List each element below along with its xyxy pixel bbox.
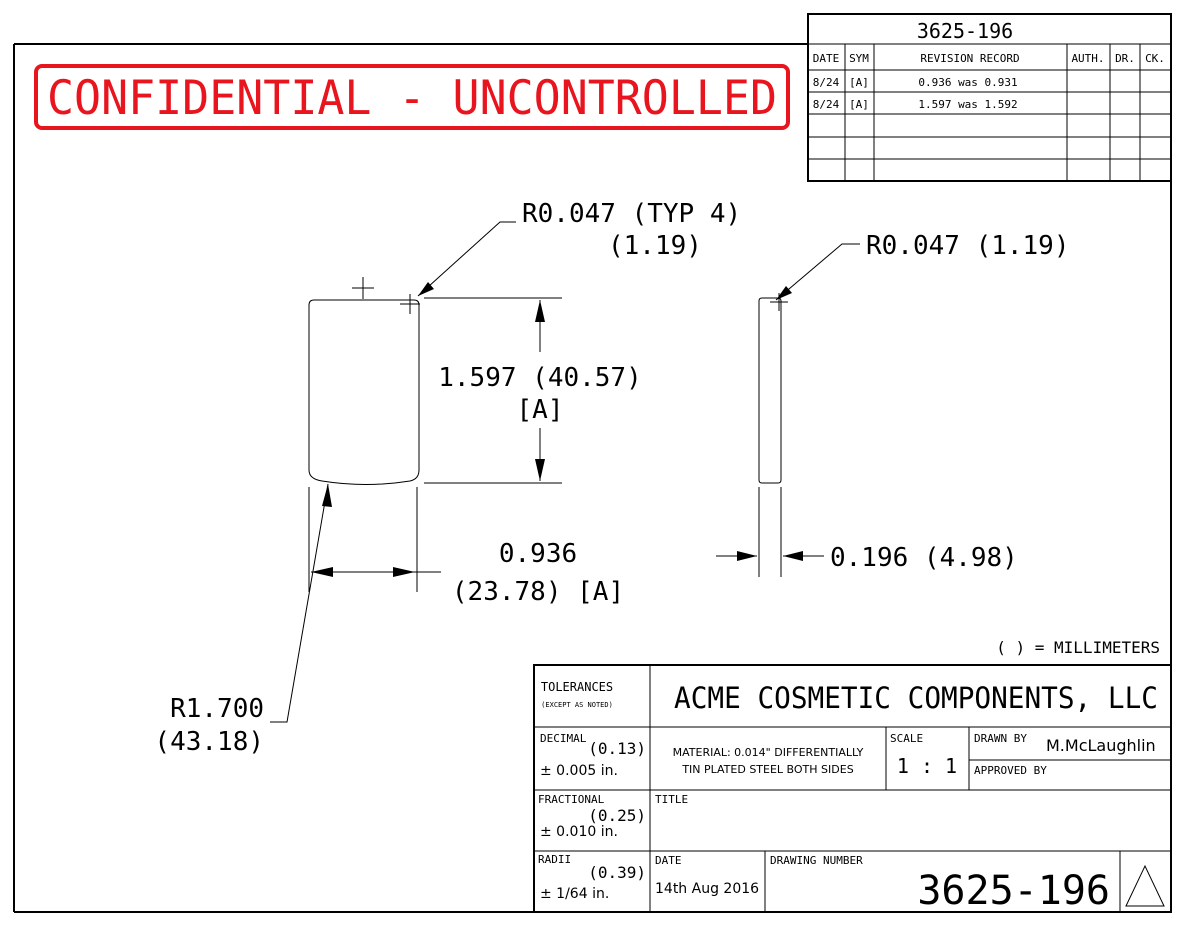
rev-header-record: REVISION RECORD	[920, 52, 1019, 65]
corner-radius-mm-label: (1.19)	[608, 231, 702, 261]
material-line-1: MATERIAL: 0.014" DIFFERENTIALLY	[673, 746, 864, 759]
rev-header-dr: DR.	[1115, 52, 1135, 65]
height-dimension-label: 1.597 (40.57)	[438, 363, 642, 393]
scale-value: 1 : 1	[897, 754, 957, 778]
fractional-mm: (0.25)	[588, 806, 646, 825]
rev-row-1-sym: [A]	[849, 76, 869, 89]
front-view: R0.047 (TYP 4) (1.19) 1.597 (40.57) [A] …	[154, 199, 741, 757]
revision-drawing-number: 3625-196	[917, 19, 1013, 43]
corner-radius-leader	[417, 221, 516, 297]
date-label: DATE	[655, 854, 682, 867]
corner-radius-arrowhead	[418, 282, 434, 296]
revision-record-block: 3625-196 DATE SYM REVISION RECORD AUTH. …	[807, 13, 1172, 182]
part-outline-side	[758, 297, 782, 484]
bottom-radius-leader	[270, 483, 329, 723]
units-note: ( ) = MILLIMETERS	[996, 638, 1160, 657]
side-radius-label: R0.047 (1.19)	[866, 231, 1070, 261]
side-radius-arrowhead	[776, 286, 792, 300]
drawing-number-label: DRAWING NUMBER	[770, 854, 863, 867]
rev-row-1-record: 0.936 was 0.931	[918, 76, 1017, 89]
side-view: R0.047 (1.19) 0.196 (4.98)	[716, 231, 1070, 577]
rev-header-auth: AUTH.	[1071, 52, 1104, 65]
fractional-tolerance: ± 0.010 in.	[540, 824, 618, 840]
corner-radius-label: R0.047 (TYP 4)	[522, 199, 741, 229]
title-block: TOLERANCES (EXCEPT AS NOTED) ACME COSMET…	[533, 664, 1172, 914]
rev-row-2-date: 8/24	[813, 98, 840, 111]
material-line-2: TIN PLATED STEEL BOTH SIDES	[681, 763, 853, 776]
except-as-noted-label: (EXCEPT AS NOTED)	[541, 701, 613, 709]
radii-label: RADII	[538, 853, 571, 866]
drawn-by-label: DRAWN BY	[974, 732, 1027, 745]
side-radius-leader	[775, 243, 860, 301]
rev-row-2-record: 1.597 was 1.592	[918, 98, 1017, 111]
height-arrow-top	[535, 300, 545, 322]
stamp-frame	[34, 64, 790, 130]
width-arrow-left	[311, 567, 333, 577]
drawn-by-value: M.McLaughlin	[1046, 736, 1156, 755]
bottom-radius-label: R1.700	[170, 694, 264, 724]
confidential-stamp: CONFIDENTIAL - UNCONTROLLED	[34, 64, 790, 130]
width-revision-label: (23.78) [A]	[452, 577, 624, 607]
rev-header-date: DATE	[813, 52, 840, 65]
rev-row-1-date: 8/24	[813, 76, 840, 89]
height-revision-label: [A]	[517, 395, 564, 425]
width-dimension-label: 0.936	[499, 539, 577, 569]
bottom-radius-arrowhead	[322, 484, 332, 507]
thickness-label: 0.196 (4.98)	[830, 543, 1018, 573]
decimal-tolerance: ± 0.005 in.	[540, 763, 618, 779]
drawing-number: 3625-196	[917, 868, 1110, 914]
radii-mm: (0.39)	[588, 863, 646, 882]
title-label: TITLE	[655, 793, 688, 806]
bottom-radius-mm-label: (43.18)	[154, 727, 264, 757]
scale-label: SCALE	[890, 732, 923, 745]
tolerances-label: TOLERANCES	[541, 680, 613, 694]
company-name: ACME COSMETIC COMPONENTS, LLC	[674, 681, 1158, 715]
height-arrow-bottom	[535, 459, 545, 481]
approved-by-label: APPROVED BY	[974, 764, 1047, 777]
date-value: 14th Aug 2016	[655, 881, 759, 897]
rev-header-ck: CK.	[1145, 52, 1165, 65]
width-arrow-right	[393, 567, 415, 577]
radii-tolerance: ± 1/64 in.	[540, 886, 609, 902]
thickness-arrow-left	[737, 551, 757, 561]
decimal-label: DECIMAL	[540, 732, 587, 745]
decimal-mm: (0.13)	[588, 739, 646, 758]
thickness-arrow-right	[783, 551, 803, 561]
rev-row-2-sym: [A]	[849, 98, 869, 111]
fractional-label: FRACTIONAL	[538, 793, 605, 806]
revision-triangle-icon	[1125, 864, 1165, 907]
stamp-text: CONFIDENTIAL - UNCONTROLLED	[47, 71, 777, 126]
part-outline-front	[308, 299, 420, 485]
rev-header-sym: SYM	[849, 52, 869, 65]
